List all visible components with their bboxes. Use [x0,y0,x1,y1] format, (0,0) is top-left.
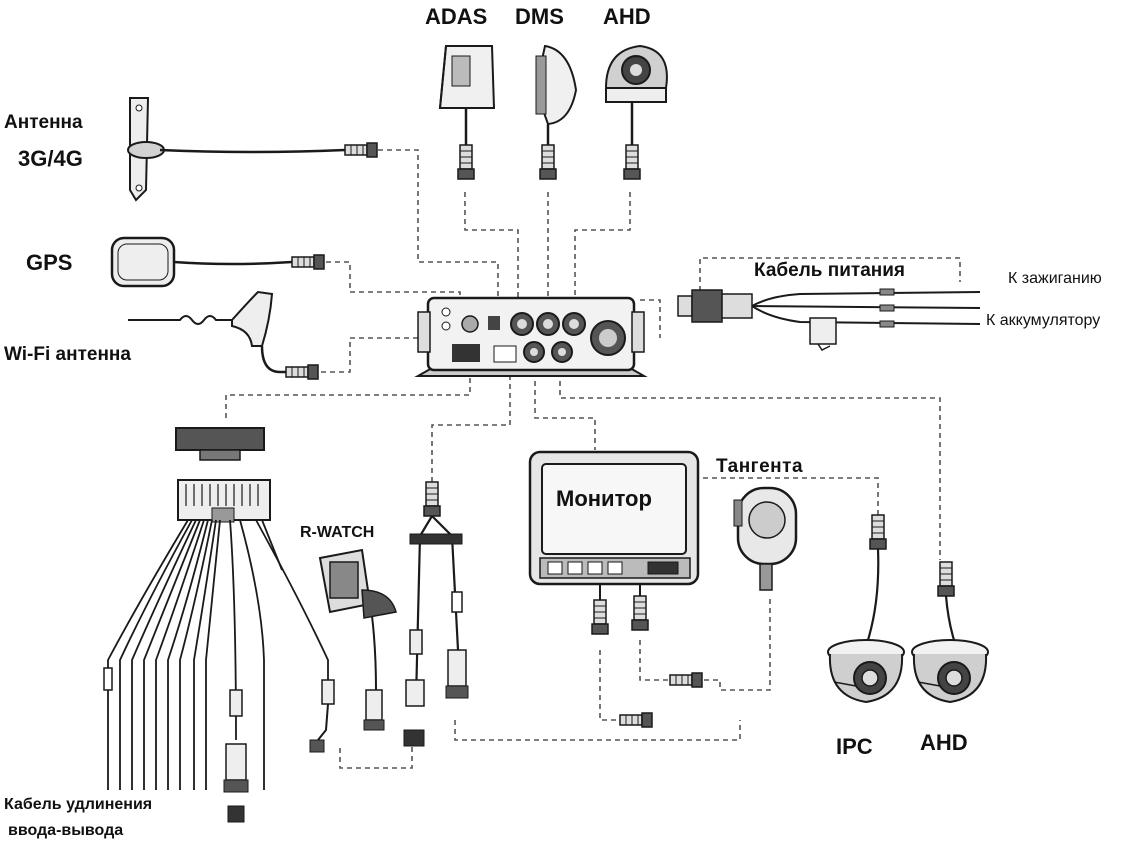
power-cable-icon [678,289,980,350]
antenna-3g4g-icon [128,98,377,200]
gps-antenna-icon [112,238,324,286]
label-r-watch: R-WATCH [300,524,374,542]
label-io-cable-line2: ввода-вывода [8,822,123,840]
ipc-camera-icon [828,515,904,702]
label-power-cable: Кабель питания [754,260,905,282]
tangenta-microphone-icon [734,488,796,590]
label-antenna-3g4g: 3G/4G [18,146,83,172]
wifi-antenna-icon [128,292,318,379]
adas-camera-icon [440,46,494,179]
dvr-main-unit [418,298,644,376]
label-tangenta: Тангента [716,456,803,478]
label-antenna: Антенна [4,112,83,134]
io-connector-icon [176,428,270,522]
label-dms: DMS [515,4,564,30]
ahd-top-camera-icon [606,46,667,179]
label-gps: GPS [26,250,72,276]
label-ipc: IPC [836,734,873,760]
label-wifi-antenna: Wi-Fi антенна [4,344,131,366]
label-ahd-bottom: AHD [920,730,968,756]
label-adas: ADAS [425,4,487,30]
label-io-cable-line1: Кабель удлинения [4,796,152,814]
dms-camera-icon [536,46,576,179]
label-to-battery: К аккумулятору [986,312,1100,330]
label-monitor: Монитор [556,486,652,512]
label-to-ignition: К зажиганию [1008,270,1102,288]
io-extension-wires [108,520,328,790]
splitter-cable-icon [404,482,468,746]
label-ahd-top: AHD [603,4,651,30]
ahd-bottom-camera-icon [912,562,988,702]
